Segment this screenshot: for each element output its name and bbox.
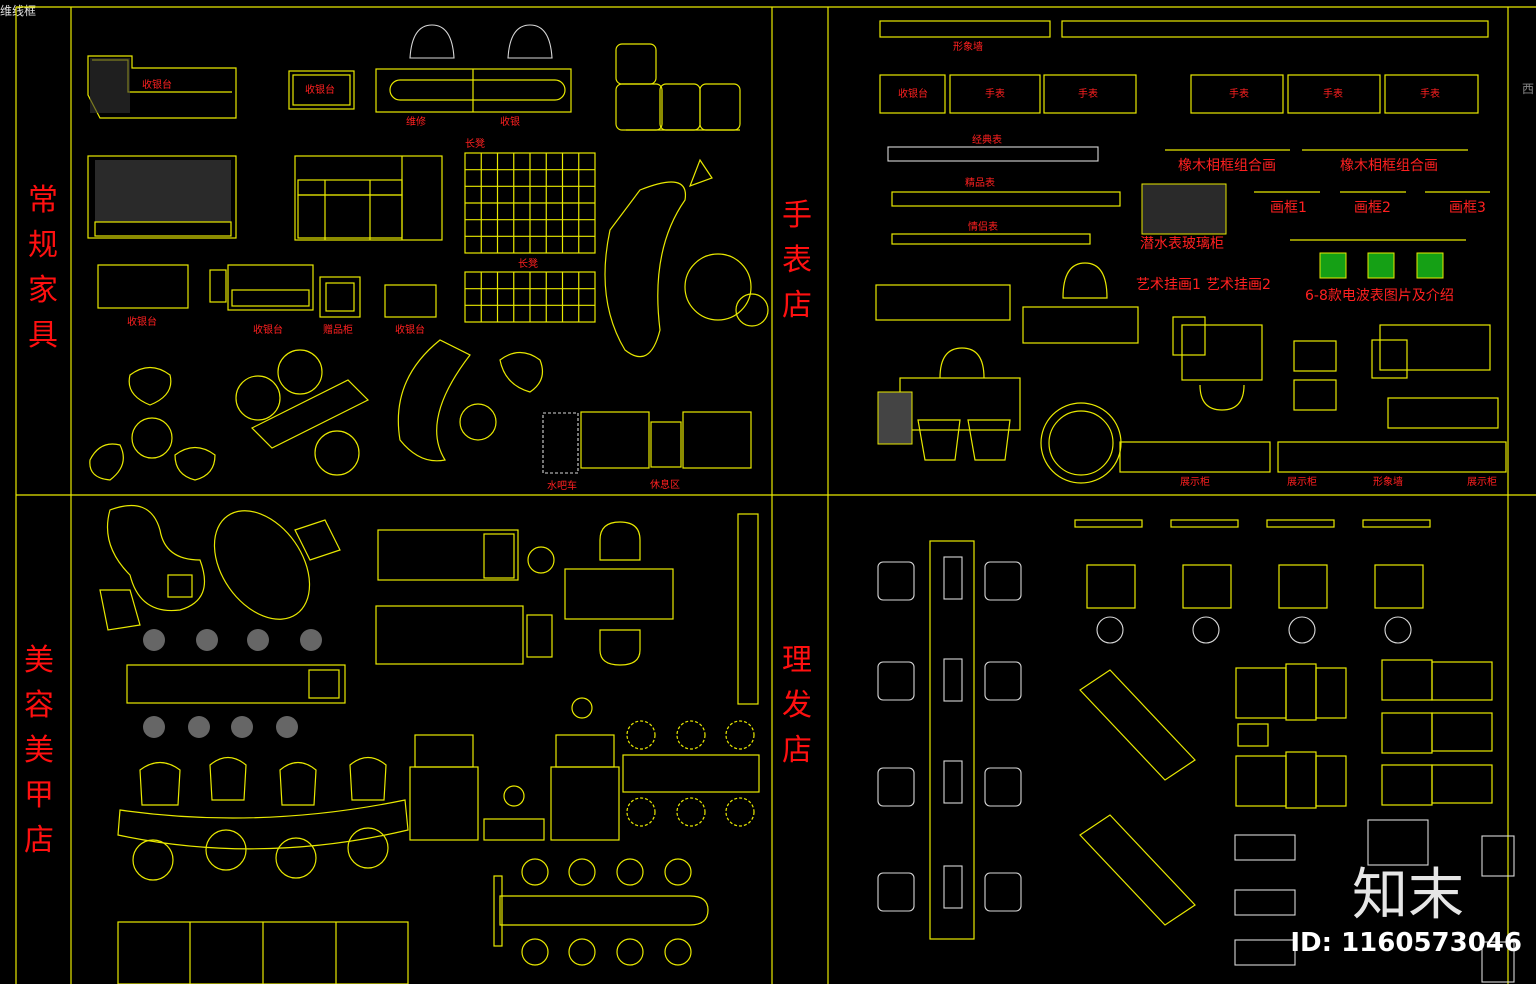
watch-labels-display3-label: 展示柜 (1467, 475, 1497, 488)
watch-labels-cashier-label: 收银台 (898, 87, 928, 100)
watch-labels-hand-watch1-label: 手表 (985, 87, 1005, 100)
watch-labels-hand-watch4-label: 手表 (1323, 87, 1343, 100)
watermark-logo: 知末 (1352, 863, 1464, 928)
watch-labels-display1-label: 展示柜 (1180, 475, 1210, 488)
regular-labels-cashier1-label: 收银台 (142, 78, 172, 91)
section-title-char: 甲 (24, 778, 54, 813)
section-title-char: 美 (24, 643, 54, 678)
watch-labels-display2-label: 展示柜 (1287, 475, 1317, 488)
watch-labels-dive-cabinet-label: 潜水表玻璃柜 (1140, 235, 1224, 252)
watch-labels-image-wall-label: 形象墙 (953, 40, 983, 53)
section-title-regular: 常 规 家 具 (28, 183, 58, 353)
regular-labels-bench2-label: 长凳 (518, 258, 538, 270)
regular-labels-bench1-label: 长凳 (465, 138, 485, 150)
regular-labels-water-bar-label: 水吧车 (547, 479, 577, 492)
watch-labels-hand-watch5-label: 手表 (1420, 87, 1440, 100)
regular-labels-gift-cabinet-label: 赠品柜 (323, 323, 353, 336)
regular-labels-cashier4-label: 收银台 (127, 315, 157, 328)
beauty-nail-blocks (99, 504, 760, 984)
section-title-char: 店 (782, 288, 812, 323)
section-title-char: 美 (24, 733, 54, 768)
watch-labels-oak-frame1-label: 橡木相框组合画 (1178, 158, 1276, 174)
section-title-beauty: 美 容 美 甲 店 (24, 643, 54, 858)
section-title-char: 店 (24, 823, 54, 858)
section-title-char: 常 (28, 183, 58, 218)
regular-labels-cashier6-label: 收银台 (395, 323, 425, 336)
watch-labels-art-hang2-label: 艺术挂画2 (1206, 277, 1271, 293)
watch-labels-frame1-label: 画框1 (1270, 200, 1307, 216)
section-title-char: 理 (782, 643, 812, 678)
watch-labels-boutique-watch-label: 精品表 (965, 176, 995, 189)
section-title-char: 家 (28, 273, 58, 308)
watch-labels-classic-watch-label: 经典表 (972, 133, 1002, 146)
side-char: 西 (1521, 82, 1534, 96)
watch-labels-image-wall2-label: 形象墙 (1373, 475, 1403, 488)
watch-labels-couple-watch-label: 情侣表 (968, 220, 998, 233)
watch-labels-radio-watch-label: 6-8款电波表图片及介绍 (1305, 288, 1454, 304)
watch-labels-frame3-label: 画框3 (1449, 200, 1486, 216)
regular-labels-cashier3-label: 收银 (500, 115, 520, 128)
section-title-char: 表 (782, 243, 812, 278)
section-title-char: 具 (28, 318, 58, 353)
section-title-char: 规 (28, 228, 58, 263)
watch-labels-frame2-label: 画框2 (1354, 200, 1391, 216)
watch-store-blocks: 形象墙 收银台 手表 手表 手表 手表 手表 经典表 精品表 情侣表 橡木相框组… (875, 20, 1507, 488)
watch-labels-oak-frame2-label: 橡木相框组合画 (1340, 158, 1438, 174)
section-title-char: 容 (24, 688, 54, 723)
watermark-id: ID: 1160573046 (1290, 928, 1522, 958)
watch-labels-hand-watch3-label: 手表 (1229, 87, 1249, 100)
watch-labels-hand-watch2-label: 手表 (1078, 87, 1098, 100)
regular-labels-cashier5-label: 收银台 (253, 323, 283, 336)
section-title-char: 手 (782, 198, 812, 233)
regular-labels-rest-area-label: 休息区 (650, 478, 680, 491)
section-title-char: 发 (782, 688, 812, 723)
barber-left-chairs (877, 556, 1022, 912)
bench-grid (464, 152, 596, 323)
regular-labels-cashier2-label: 收银台 (305, 83, 335, 96)
section-title-watch: 手 表 店 (782, 198, 812, 323)
barber-blocks (877, 519, 1515, 983)
section-title-barber: 理 发 店 (782, 643, 812, 768)
frame-lines (15, 6, 1536, 984)
regular-furniture-blocks: 收银台 收银台 维修 收银 (87, 24, 769, 492)
watch-labels-art-hang1-label: 艺术挂画1 (1136, 277, 1201, 293)
regular-labels-repair-label: 维修 (406, 115, 426, 128)
section-title-char: 店 (782, 733, 812, 768)
